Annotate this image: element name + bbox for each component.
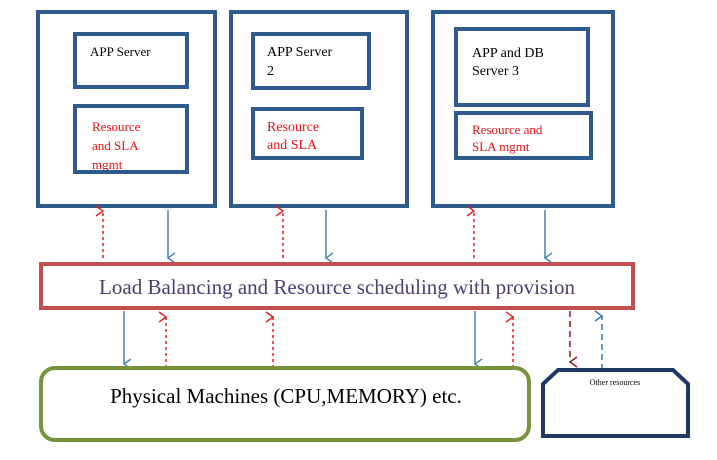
server-2: APP Server 2 Resource and SLA: [229, 10, 409, 208]
server-2-app-box: [251, 32, 371, 90]
physical-machines-box: [39, 366, 531, 442]
load-balancer-box: [39, 262, 635, 310]
physical-machines-label: Physical Machines (CPU,MEMORY) etc.: [110, 384, 462, 408]
load-balancer: Load Balancing and Resource scheduling w…: [39, 262, 635, 310]
server-3-app-label: APP and DB Server 3: [472, 46, 547, 79]
server-2-resource-label: Resource and SLA: [267, 120, 323, 153]
server-2-resource-box: [251, 107, 364, 160]
load-balancer-label: Load Balancing and Resource scheduling w…: [99, 275, 575, 299]
server-1-app-label: APP Server: [90, 44, 151, 59]
other-resources-box: [541, 368, 690, 438]
other-resources: Other resources: [541, 368, 690, 438]
physical-machines: Physical Machines (CPU,MEMORY) etc.: [39, 366, 531, 442]
server-3-resource-box: [454, 111, 593, 160]
server-3-resource-label: Resource and SLA mgmt: [472, 122, 546, 154]
server-2-app-label: APP Server 2: [267, 45, 336, 79]
other-resources-label: Other resources: [590, 378, 640, 387]
server-3: APP and DB Server 3 Resource and SLA mgm…: [431, 10, 615, 208]
server-1-resource-label: Resource and SLA mgmt: [92, 119, 144, 172]
server-lb-arrows: [95, 205, 553, 264]
lb-physical-arrows: [122, 310, 604, 370]
server-1: APP Server Resource and SLA mgmt: [36, 10, 217, 208]
server-1-app-box: [73, 32, 189, 89]
server-1-resource-box: [73, 104, 189, 174]
server-3-app-box: [454, 27, 590, 107]
